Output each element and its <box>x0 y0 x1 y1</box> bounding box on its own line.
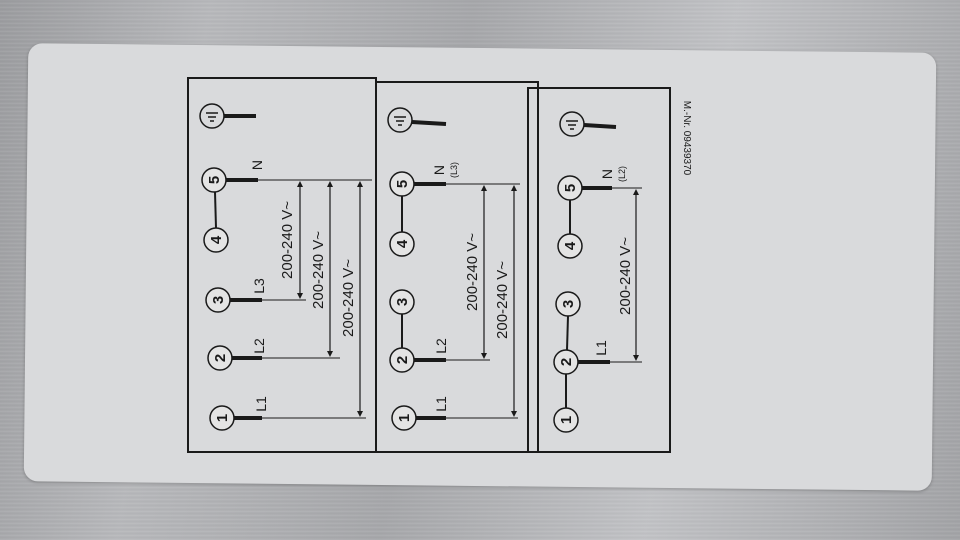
voltage-l3-n: 200-240 V~ <box>279 201 296 279</box>
terminal-4: 4 <box>394 239 411 248</box>
voltage-l2-n: 200-240 V~ <box>310 231 327 309</box>
terminal-5: 5 <box>206 176 223 184</box>
label-l2: L2 <box>251 338 267 354</box>
terminal-1: 1 <box>396 414 413 422</box>
terminal-5: 5 <box>394 180 411 188</box>
panel-single-phase: 5 4 3 2 1 N (L2) L1 200-240 V~ <box>553 111 642 433</box>
terminal-5: 5 <box>562 184 579 192</box>
terminal-4: 4 <box>562 241 579 250</box>
ground-symbol-icon <box>199 103 256 129</box>
voltage-l1-n: 200-240 V~ <box>494 261 511 339</box>
terminal-2: 2 <box>212 354 229 362</box>
terminal-3: 3 <box>560 300 577 308</box>
label-l1: L1 <box>433 396 449 412</box>
ground-symbol-icon <box>387 107 447 133</box>
label-l2-sub: (L2) <box>617 166 627 182</box>
terminal-1: 1 <box>558 416 575 424</box>
terminal-3: 3 <box>210 296 227 304</box>
terminal-1: 1 <box>214 414 231 422</box>
panel-two-phase: 5 4 3 2 1 N (L3) L2 L1 200-240 V~ 200-24… <box>387 107 520 431</box>
label-n: N <box>249 160 265 170</box>
voltage-l1-n: 200-240 V~ <box>617 237 634 315</box>
panel-single-phase-frame <box>527 87 671 453</box>
label-l3-sub: (L3) <box>449 162 459 178</box>
label-n: N <box>431 165 447 175</box>
ground-symbol-icon <box>559 111 617 137</box>
panel-two-phase-frame <box>375 81 539 453</box>
label-l1: L1 <box>253 396 269 412</box>
label-l2: L2 <box>433 338 449 354</box>
voltage-l2-n: 200-240 V~ <box>464 233 481 311</box>
article-number: M.-Nr. 09439370 <box>681 101 692 176</box>
terminal-4: 4 <box>208 235 225 244</box>
label-l3: L3 <box>251 278 267 294</box>
terminal-3: 3 <box>394 298 411 306</box>
label-l1: L1 <box>593 340 609 356</box>
voltage-l1-n: 200-240 V~ <box>340 259 357 337</box>
label-n: N <box>599 169 615 179</box>
terminal-2: 2 <box>394 356 411 364</box>
terminal-2: 2 <box>558 358 575 366</box>
panel-three-phase: 5 4 3 2 1 N L3 L2 L1 200-24 <box>199 103 372 431</box>
